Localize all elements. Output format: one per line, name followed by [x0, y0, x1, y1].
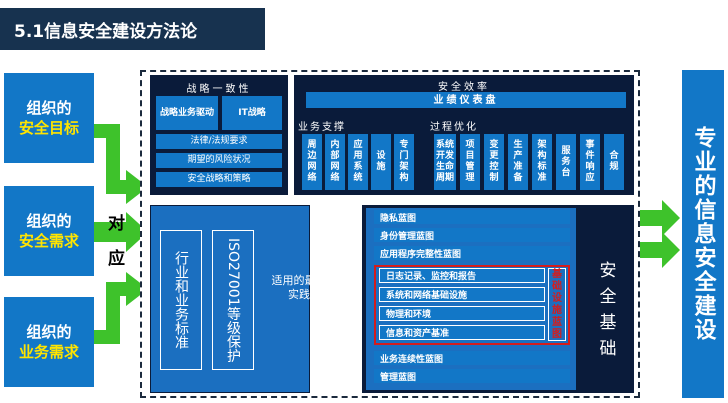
biz-col-perimeter: 周边网络	[302, 134, 322, 190]
box-highlight: 安全需求	[18, 232, 79, 250]
identity-blueprint: 身份管理蓝图	[374, 228, 570, 242]
professional-security-box: 专业的信息安全建设	[682, 70, 724, 398]
process-header: 过程优化	[430, 122, 478, 133]
privacy-blueprint: 隐私蓝图	[374, 210, 570, 224]
col-text: 服务台	[561, 145, 571, 178]
col-text: 架构标准	[537, 140, 547, 183]
box-line: 组织的	[26, 323, 72, 341]
standards-panel	[150, 205, 310, 393]
iso27001-col: ISO27001等级保护	[212, 230, 254, 370]
col-text: 系统开发生命周期	[435, 140, 454, 183]
col-text: 内部网络	[330, 140, 340, 183]
management-blueprint: 管理蓝图	[374, 369, 570, 383]
infra-row-asset: 信息和资产基准	[379, 325, 545, 340]
box-highlight: 安全目标	[18, 119, 79, 137]
correspond-label: 对应	[104, 214, 124, 284]
box-line: 组织的	[26, 99, 72, 117]
col-text: 变更控制	[489, 140, 499, 183]
col-text: 事件响应	[585, 140, 595, 183]
arrow-biz	[94, 272, 148, 344]
security-goal-box: 组织的 安全目标	[4, 73, 94, 163]
proc-col-sdlc: 系统开发生命周期	[434, 134, 456, 190]
biz-col-apps: 应用系统	[348, 134, 368, 190]
col-text: 行业和业务标准	[173, 251, 189, 349]
strategy-row-risk: 期望的风险状况	[156, 153, 282, 168]
proc-col-project: 项目管理	[460, 134, 480, 190]
industry-standards-col: 行业和业务标准	[160, 230, 202, 370]
arrow-need	[94, 212, 148, 252]
box-line: 组织的	[26, 212, 72, 230]
infra-row-physical: 物理和环境	[379, 306, 545, 321]
performance-dashboard: 业绩仪表盘	[306, 92, 626, 108]
col-text: 专门架构	[399, 140, 409, 183]
page-title: 5.1信息安全建设方法论	[0, 8, 265, 50]
app-integrity-blueprint: 应用程序完整性蓝图	[374, 246, 570, 260]
arrow-right-1	[640, 200, 680, 236]
biz-support-header: 业务支撑	[298, 122, 346, 133]
strategy-business-drive: 战略业务驱动	[156, 96, 218, 130]
proc-col-production: 生产准备	[508, 134, 528, 190]
col-text: 生产准备	[513, 140, 523, 183]
infra-blueprint-label: 基础设施蓝图	[548, 268, 566, 341]
proc-col-arch-std: 架构标准	[532, 134, 552, 190]
continuity-blueprint: 业务连续性蓝图	[374, 351, 570, 365]
biz-col-internal: 内部网络	[325, 134, 345, 190]
efficiency-header: 安全效率	[438, 82, 490, 93]
col-text: 应用系统	[353, 140, 363, 183]
infra-row-logging: 日志记录、监控和报告	[379, 268, 545, 283]
strategy-it: IT战略	[222, 96, 282, 130]
biz-col-facility: 设施	[371, 134, 391, 190]
col-text: ISO27001等级保护	[225, 237, 241, 363]
col-text: 基础设施蓝图	[552, 268, 562, 340]
strategy-header: 战略一致性	[186, 84, 252, 95]
strategy-row-law: 法律/法规要求	[156, 134, 282, 149]
infra-row-network: 系统和网络基础设施	[379, 287, 545, 302]
best-practice-label: 适用的最佳实践	[271, 274, 327, 301]
biz-col-architecture: 专门架构	[394, 134, 414, 190]
business-need-box: 组织的 业务需求	[4, 297, 94, 387]
arrow-right-2	[640, 232, 680, 268]
proc-col-change: 变更控制	[484, 134, 504, 190]
col-text: 安全基础	[599, 261, 617, 359]
col-text: 合规	[609, 151, 619, 172]
col-text: 项目管理	[465, 140, 475, 183]
security-need-box: 组织的 安全需求	[4, 186, 94, 276]
arrow-goal	[94, 124, 148, 204]
proc-col-compliance: 合规	[604, 134, 624, 190]
security-foundation-label: 安全基础	[590, 250, 626, 370]
col-text: 周边网络	[307, 140, 317, 183]
strategy-row-policy: 安全战略和策略	[156, 172, 282, 187]
box-highlight: 业务需求	[18, 343, 79, 361]
col-text: 设施	[376, 151, 386, 172]
proc-col-incident: 事件响应	[580, 134, 600, 190]
proc-col-service-desk: 服务台	[556, 134, 576, 190]
